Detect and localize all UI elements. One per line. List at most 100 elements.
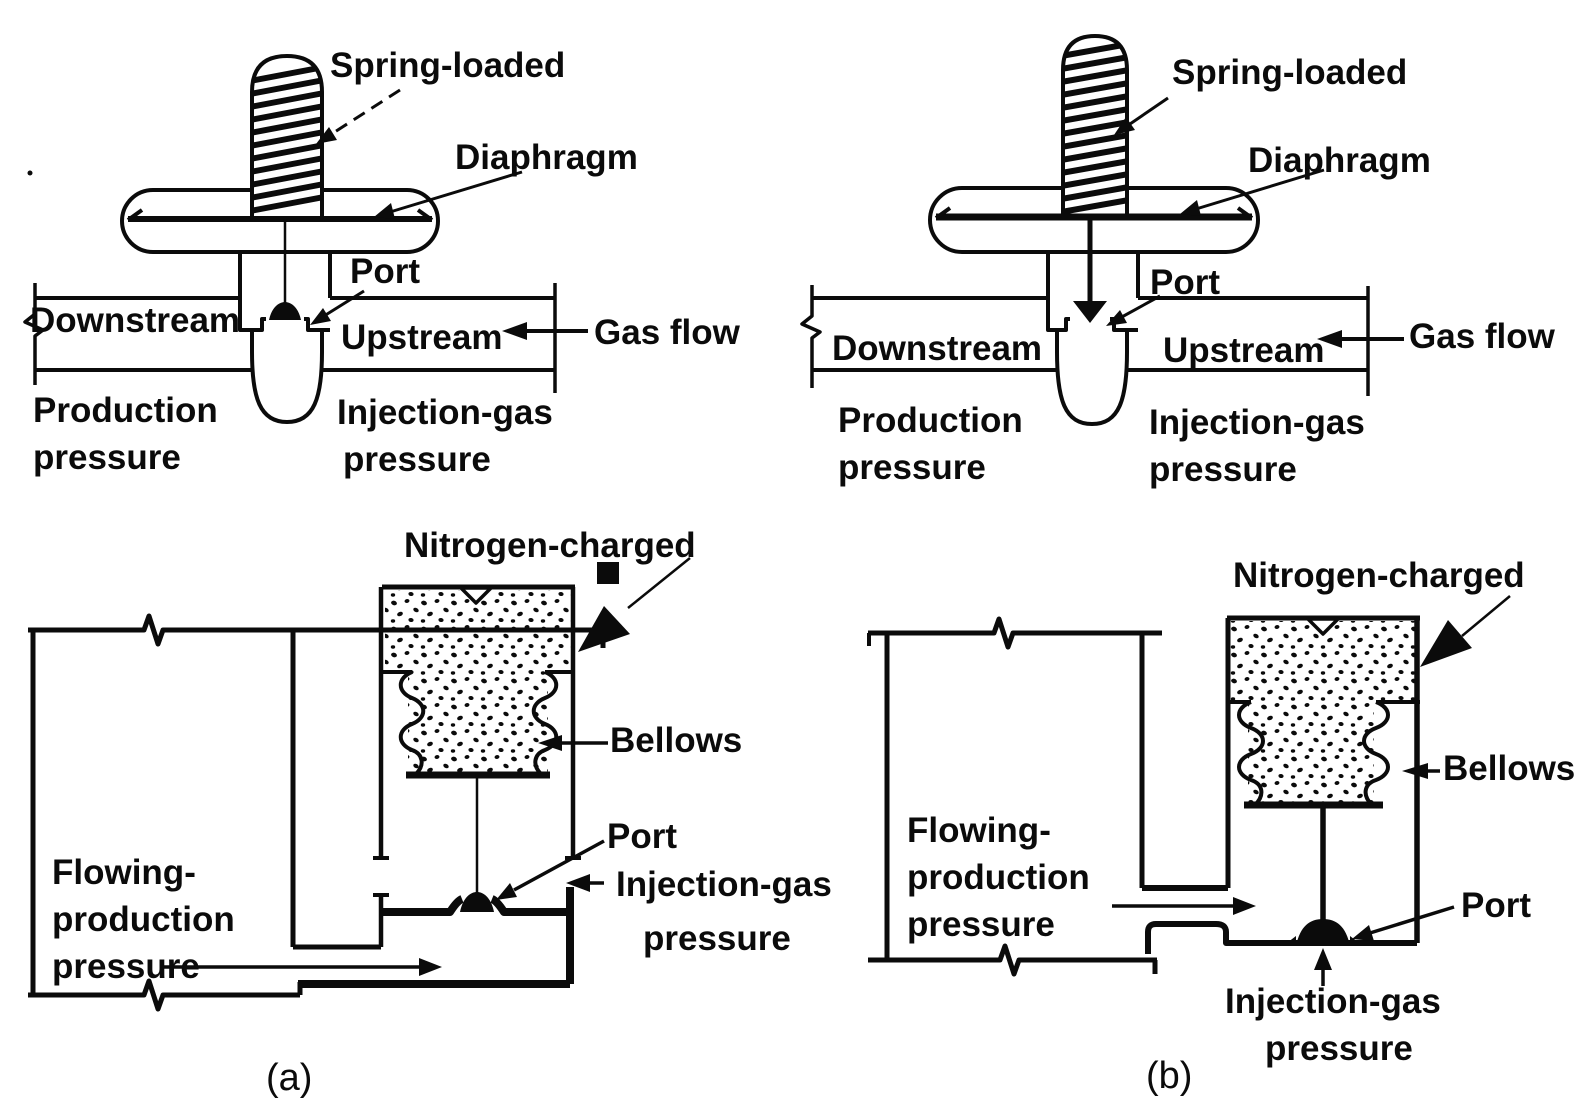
label-nitrogen-charged-b: Nitrogen-charged [1233,556,1525,595]
label-injection-gas-a2-2: pressure [643,919,791,958]
port-leader-arrow-icon [1106,310,1127,326]
label-injection-gas-b2-1: Injection-gas [1225,982,1441,1021]
bellows-leader-arrow-icon [1402,763,1428,779]
port-leader-line [323,289,365,318]
nitrogen-leader-arrow-icon [578,606,630,652]
port-leader-line [1119,294,1161,320]
label-flowing-b-3: pressure [907,905,1055,944]
port-leader-line [513,839,605,892]
diaphragm-leader-arrow-icon [1180,200,1201,216]
label-gas-flow-a: Gas flow [594,313,740,352]
label-upstream-b: Upstream [1163,331,1325,370]
injection-gas-arrow-icon [566,874,590,892]
bellows-b [1237,700,1390,807]
nitrogen-leader-arrow-icon [1420,620,1472,667]
tubing-a [28,613,606,1012]
label-upstream-a: Upstream [341,318,503,357]
tubing-b [867,616,1162,977]
gas-flow-arrow-icon [1317,330,1342,348]
label-port-a: Port [350,252,420,291]
leaders-b [1106,96,1404,348]
pilot-valve-b [800,34,1404,426]
label-production-pressure-b-1: Production [838,401,1023,440]
caption-a: (a) [266,1057,313,1099]
diaphragm-b [934,206,1254,221]
leaders-a [310,88,588,340]
label-flowing-b-1: Flowing- [907,811,1051,850]
spring-leader-line [329,88,401,137]
bellows-fill-a [408,672,548,772]
spring-leader-arrow-icon [316,127,337,144]
flow-arrow-icon [419,958,442,976]
valve-tip-a2 [460,892,494,912]
label-flowing-a-3: pressure [52,947,200,986]
valve-tip-b [1073,301,1107,323]
label-injection-gas-b-2: pressure [1149,450,1297,489]
spring-coils-b [1063,41,1127,215]
diaphragm-leader-line [1195,168,1325,211]
label-flowing-b-2: production [907,858,1090,897]
label-production-pressure-a-1: Production [33,391,218,430]
bellows-fill-b [1248,702,1374,803]
label-diaphragm-a: Diaphragm [455,138,638,177]
label-bellows-b: Bellows [1443,749,1576,788]
port-plate-b [1145,921,1417,954]
label-spring-loaded-b: Spring-loaded [1172,53,1408,92]
flow-arrow-b [1112,897,1256,915]
label-injection-gas-a-1: Injection-gas [337,393,553,432]
port-plate-a [297,887,574,995]
label-downstream-b: Downstream [832,329,1043,368]
label-port-b: Port [1150,263,1220,302]
label-injection-gas-b-1: Injection-gas [1149,403,1365,442]
label-production-pressure-a-2: pressure [33,438,181,477]
injection-gas-arrow-icon [1314,948,1332,970]
stray-mark [27,170,33,176]
label-gas-flow-b: Gas flow [1409,317,1555,356]
spring-coils-a [252,64,322,214]
port-leader-line [1369,905,1455,935]
nitrogen-leader-line [627,557,691,609]
gas-flow-arrow-icon [502,322,527,340]
port-leader-arrow-icon [1352,925,1374,941]
pilot-valve-a [23,54,588,424]
label-port-b2: Port [1461,886,1531,925]
spring-leader-arrow-icon [1114,117,1135,135]
label-nitrogen-charged-a: Nitrogen-charged [404,526,696,565]
diaphragm-leader-arrow-icon [374,203,395,219]
label-port-a2: Port [607,817,677,856]
leaders-bellows-a [496,557,691,900]
label-flowing-a-2: production [52,900,235,939]
label-injection-gas-a-2: pressure [343,440,491,479]
valve-body-port-b [1046,252,1140,426]
label-spring-loaded-a: Spring-loaded [330,46,566,85]
leaders-bellows-b [1314,595,1511,986]
flowline-pipes-b [800,285,1370,396]
flow-arrow-icon [1233,897,1256,915]
label-bellows-a: Bellows [610,721,743,760]
port-leader-arrow-icon [496,883,517,900]
bellows-leader-arrow-icon [538,735,562,751]
valve-body-port-a [238,252,332,424]
flow-arrow-a [163,958,442,976]
label-downstream-a: Downstream [30,301,241,340]
charging-valve-icon-a [459,586,493,605]
square-marker-icon [597,562,619,584]
nitrogen-leader-line [1461,595,1511,637]
bellows-valve-a [28,557,691,1012]
bellows-a [398,670,559,776]
charging-valve-icon-b [1306,617,1340,636]
label-injection-gas-a2-1: Injection-gas [616,865,832,904]
label-production-pressure-b-2: pressure [838,448,986,487]
diaphragm-a [126,208,434,222]
label-flowing-a-1: Flowing- [52,853,196,892]
spring-leader-line [1129,96,1169,126]
diaphragm-leader-line [389,170,523,214]
valve-tip-a [269,302,301,320]
flowline-pipes-a [23,283,557,393]
label-diaphragm-b: Diaphragm [1248,141,1431,180]
label-injection-gas-b2-2: pressure [1265,1029,1413,1068]
caption-b: (b) [1146,1055,1193,1097]
port-leader-arrow-icon [310,308,331,325]
